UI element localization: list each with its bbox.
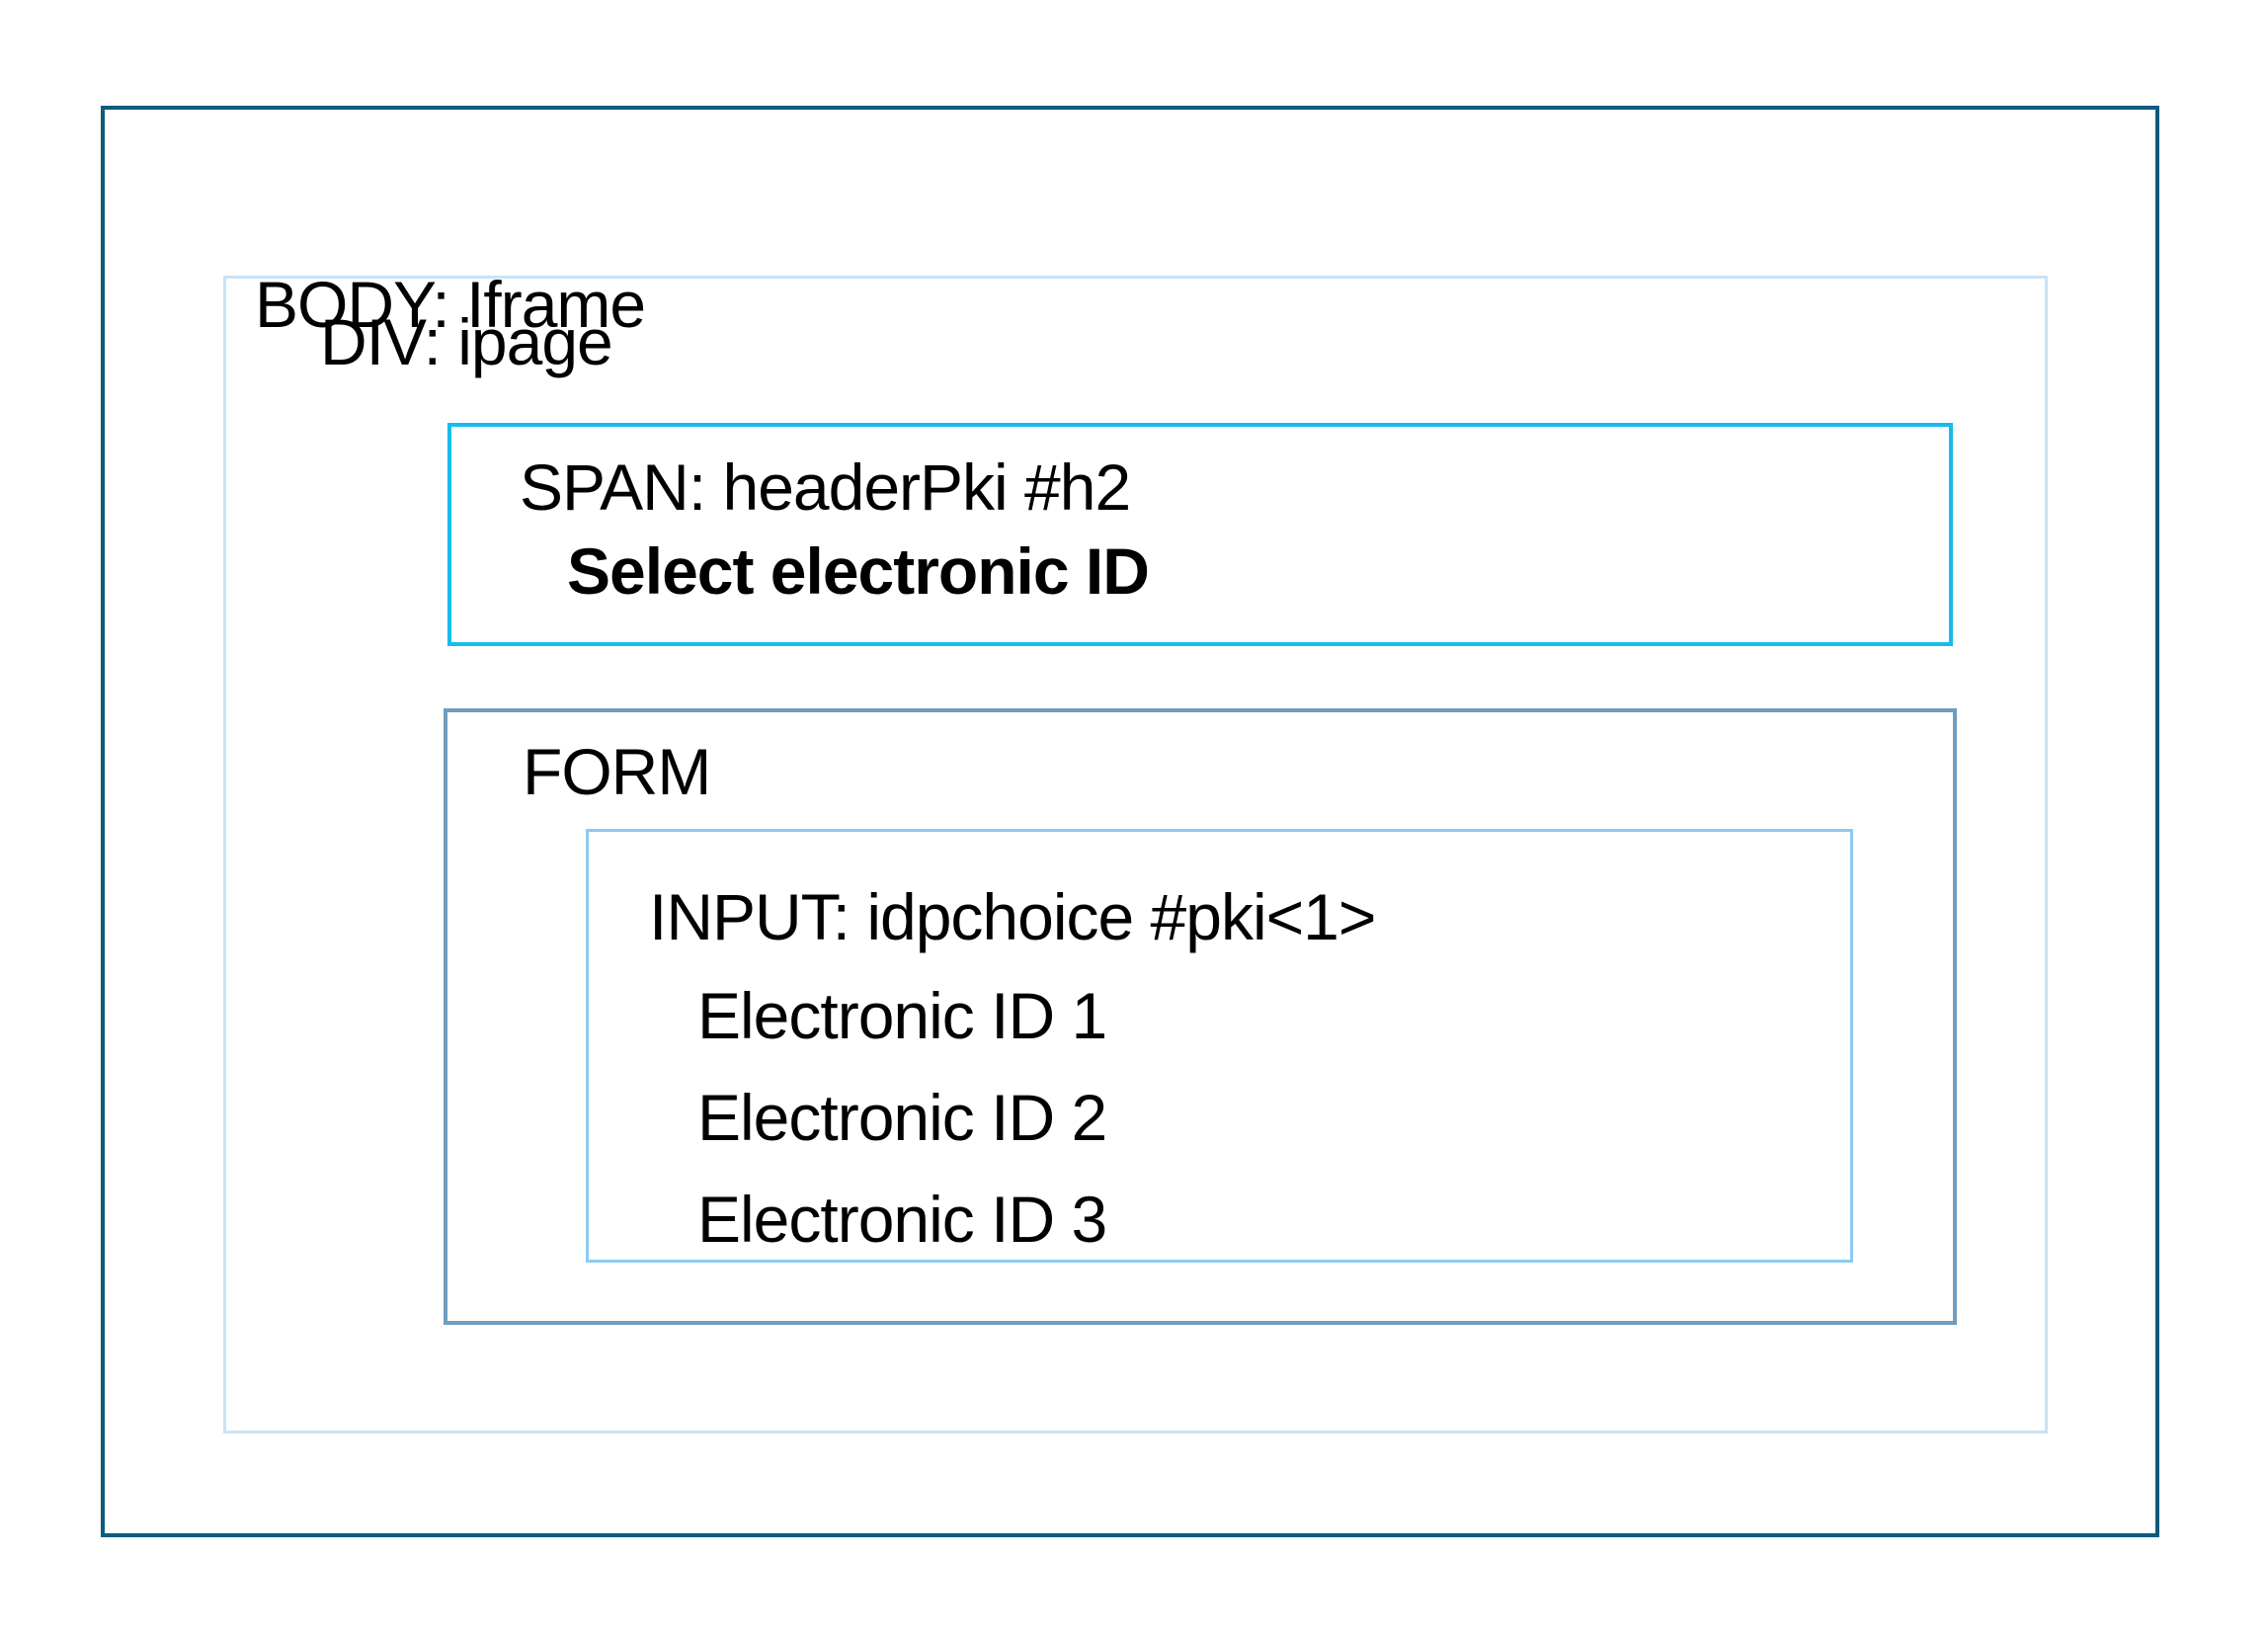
electronic-id-option-2: Electronic ID 2 xyxy=(697,1081,1107,1154)
div-ipage-box: DIV: ipage SPAN: headerPki #h2 Select el… xyxy=(223,276,2048,1434)
div-ipage-label: DIV: ipage xyxy=(320,305,613,378)
electronic-id-option-1: Electronic ID 1 xyxy=(697,979,1107,1052)
input-idpchoice-label: INPUT: idpchoice #pki<1> xyxy=(649,880,1376,953)
form-label: FORM xyxy=(523,735,711,808)
form-box: FORM INPUT: idpchoice #pki<1> Electronic… xyxy=(444,708,1957,1325)
span-headerpki-box: SPAN: headerPki #h2 Select electronic ID xyxy=(447,423,1953,646)
body-iframe-box: BODY: Iframe DIV: ipage SPAN: headerPki … xyxy=(101,106,2159,1537)
span-headerpki-label: SPAN: headerPki #h2 xyxy=(520,451,1131,524)
body-iframe-label: BODY: Iframe xyxy=(255,268,646,341)
electronic-id-option-3: Electronic ID 3 xyxy=(697,1183,1107,1256)
input-idpchoice-box: INPUT: idpchoice #pki<1> Electronic ID 1… xyxy=(586,829,1853,1263)
span-headerpki-content: Select electronic ID xyxy=(567,534,1150,608)
